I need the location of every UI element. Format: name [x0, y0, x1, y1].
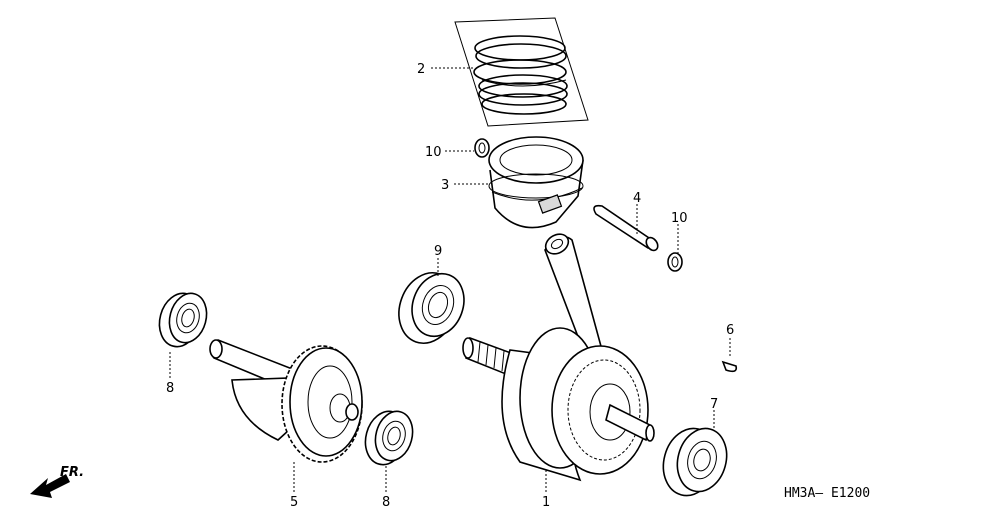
piston	[488, 136, 584, 229]
piston-pin-clip	[474, 138, 490, 158]
piston-ring-set	[454, 17, 589, 127]
callout-2: 2	[417, 62, 425, 77]
callout-9: 9	[434, 244, 442, 259]
woodruff-key	[721, 360, 738, 373]
callout-4: 4	[633, 191, 641, 206]
callout-10-top: 10	[425, 145, 442, 160]
front-arrow-icon	[30, 474, 70, 498]
front-direction-label: FR.	[60, 465, 84, 480]
crank-bearing-left	[398, 272, 465, 344]
callout-8-bottom: 8	[382, 495, 390, 510]
callout-8-left: 8	[166, 381, 174, 396]
balancer-bearing-lower	[364, 410, 414, 466]
callout-3: 3	[441, 178, 449, 193]
callout-10-right: 10	[671, 211, 688, 226]
balancer-bearing	[158, 292, 208, 348]
callout-1: 1	[542, 495, 550, 510]
piston-pin	[593, 204, 659, 252]
callout-6: 6	[726, 323, 734, 338]
piston-pin-clip-right	[667, 252, 683, 272]
diagram-code: HM3A— E1200	[784, 486, 870, 501]
callout-5: 5	[290, 495, 298, 510]
balancer-gear	[209, 339, 363, 463]
crank-bearing	[662, 427, 728, 497]
callout-7: 7	[710, 397, 718, 412]
leader-lines	[169, 67, 731, 492]
crankshaft	[462, 233, 655, 482]
